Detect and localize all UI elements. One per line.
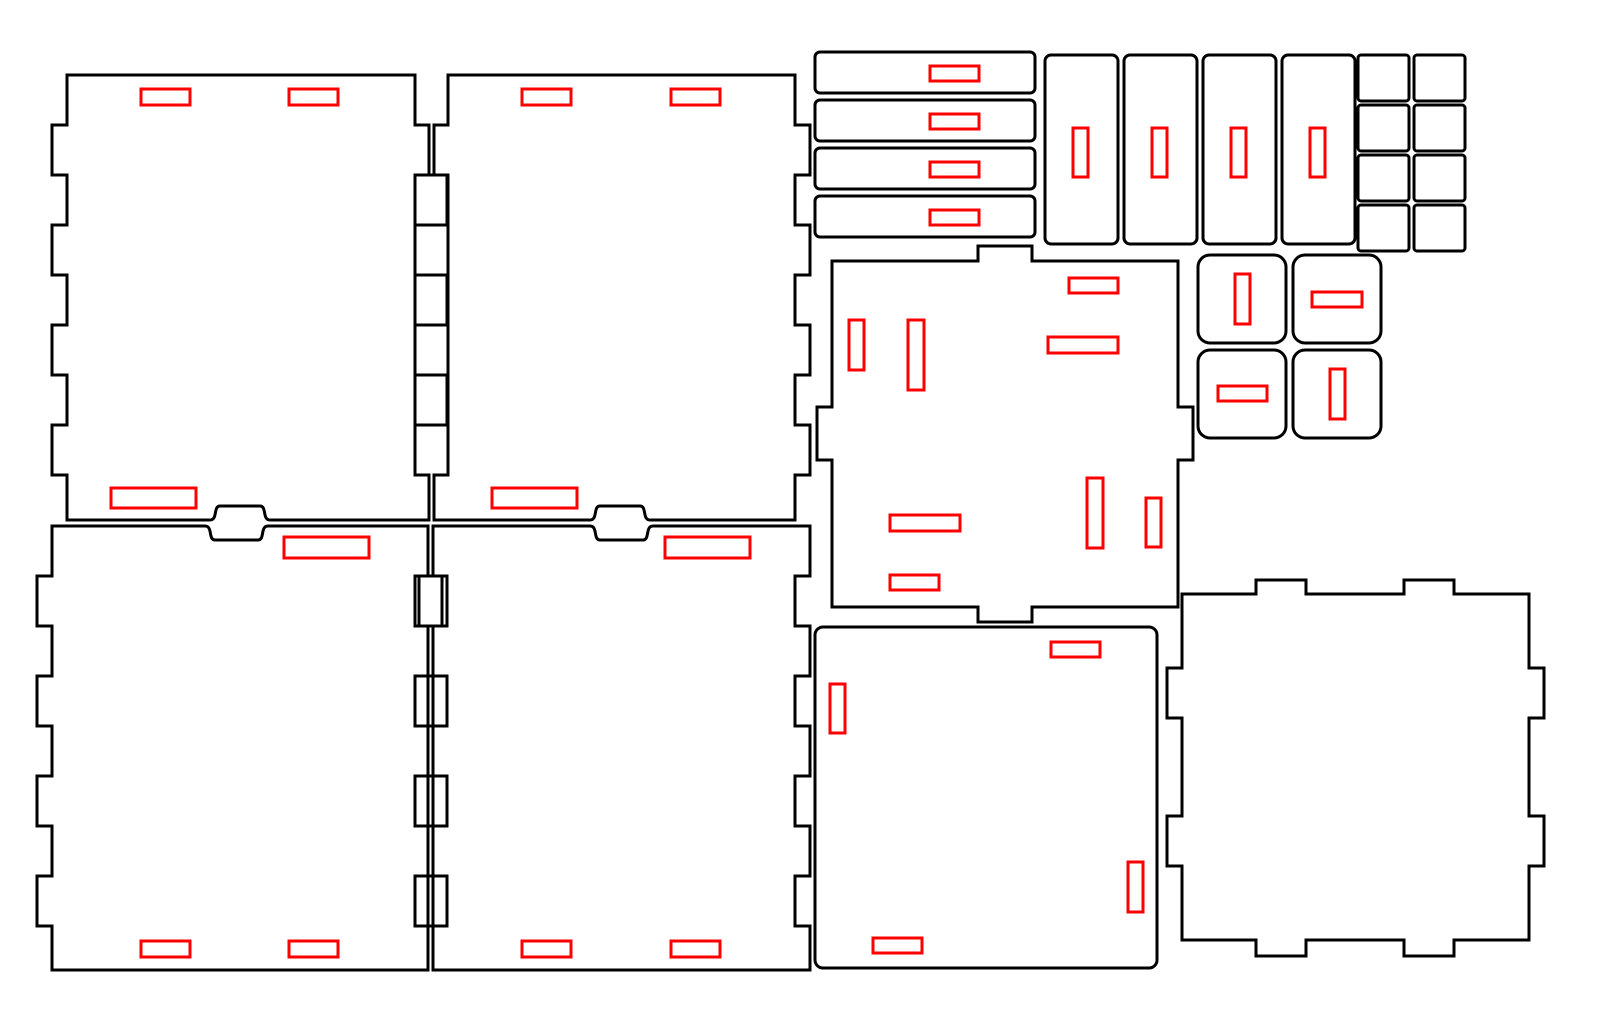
slot-cutout — [828, 682, 847, 735]
slot-cutout — [282, 535, 371, 560]
slot-cutout-layer — [109, 64, 1364, 959]
slot-cutout — [1310, 290, 1364, 309]
square-tile — [1412, 53, 1467, 103]
joint-tab — [413, 774, 449, 828]
slot-cutout — [888, 513, 962, 533]
square-tile — [1412, 203, 1467, 253]
slot-cutout — [847, 318, 866, 372]
joint-tab — [413, 273, 449, 327]
small-tile — [1196, 253, 1288, 345]
horizontal-strip — [813, 194, 1037, 239]
lid-plate — [813, 625, 1159, 970]
slot-cutout — [669, 939, 722, 959]
slot-cutout — [1150, 126, 1169, 179]
slot-cutout — [520, 939, 573, 959]
slot-cutout — [287, 939, 340, 959]
square-tile — [1412, 153, 1467, 203]
square-tile — [1356, 103, 1411, 153]
slot-cutout — [1126, 860, 1145, 914]
small-tile — [1196, 348, 1288, 440]
joint-tab — [413, 173, 449, 227]
slot-cutout — [871, 936, 924, 955]
slot-cutout — [490, 486, 579, 510]
slot-cutout — [1216, 384, 1269, 403]
slot-cutout — [1067, 276, 1120, 295]
slot-cutout — [520, 87, 573, 107]
vertical-strip — [1280, 53, 1357, 246]
side-wall-top-middle — [432, 73, 812, 522]
vertical-strip — [1122, 53, 1199, 246]
small-tile — [1291, 348, 1383, 440]
slot-cutout — [928, 160, 981, 179]
slot-cutout — [928, 112, 981, 131]
slot-cutout — [139, 87, 192, 107]
base-plate — [815, 244, 1195, 624]
slot-cutout — [1229, 126, 1248, 179]
slot-cutout — [928, 64, 981, 83]
joint-tab — [413, 674, 449, 728]
side-wall-bottom-middle — [417, 524, 812, 972]
end-plate — [1165, 578, 1546, 958]
slot-cutout — [928, 208, 981, 227]
side-wall-bottom-left — [35, 524, 444, 972]
slot-cutout — [139, 939, 192, 959]
vertical-strip — [1201, 53, 1278, 246]
slot-cutout — [1085, 476, 1105, 550]
square-tile — [1356, 153, 1411, 203]
slot-cutout — [888, 573, 941, 592]
slot-cutout — [1233, 272, 1252, 326]
slot-cutout — [109, 486, 198, 510]
square-tile — [1356, 53, 1411, 103]
slot-cutout — [1071, 126, 1090, 179]
slot-cutout — [1144, 496, 1163, 549]
joint-tab — [413, 874, 449, 928]
horizontal-strip — [813, 50, 1037, 95]
cut-outline-layer — [35, 50, 1546, 972]
side-wall-top-left — [50, 73, 431, 522]
slot-cutout — [669, 87, 722, 107]
square-tile — [1356, 203, 1411, 253]
slot-cutout — [1046, 335, 1120, 355]
small-tile — [1291, 253, 1383, 345]
slot-cutout — [1308, 126, 1327, 179]
vertical-strip — [1043, 53, 1120, 246]
slot-cutout — [906, 318, 926, 392]
joint-tab — [413, 373, 449, 427]
slot-cutout — [663, 535, 752, 560]
slot-cutout — [287, 87, 340, 107]
square-tile — [1412, 103, 1467, 153]
slot-cutout — [1049, 640, 1102, 659]
horizontal-strip — [813, 146, 1037, 191]
horizontal-strip — [813, 98, 1037, 143]
slot-cutout — [1328, 367, 1347, 421]
